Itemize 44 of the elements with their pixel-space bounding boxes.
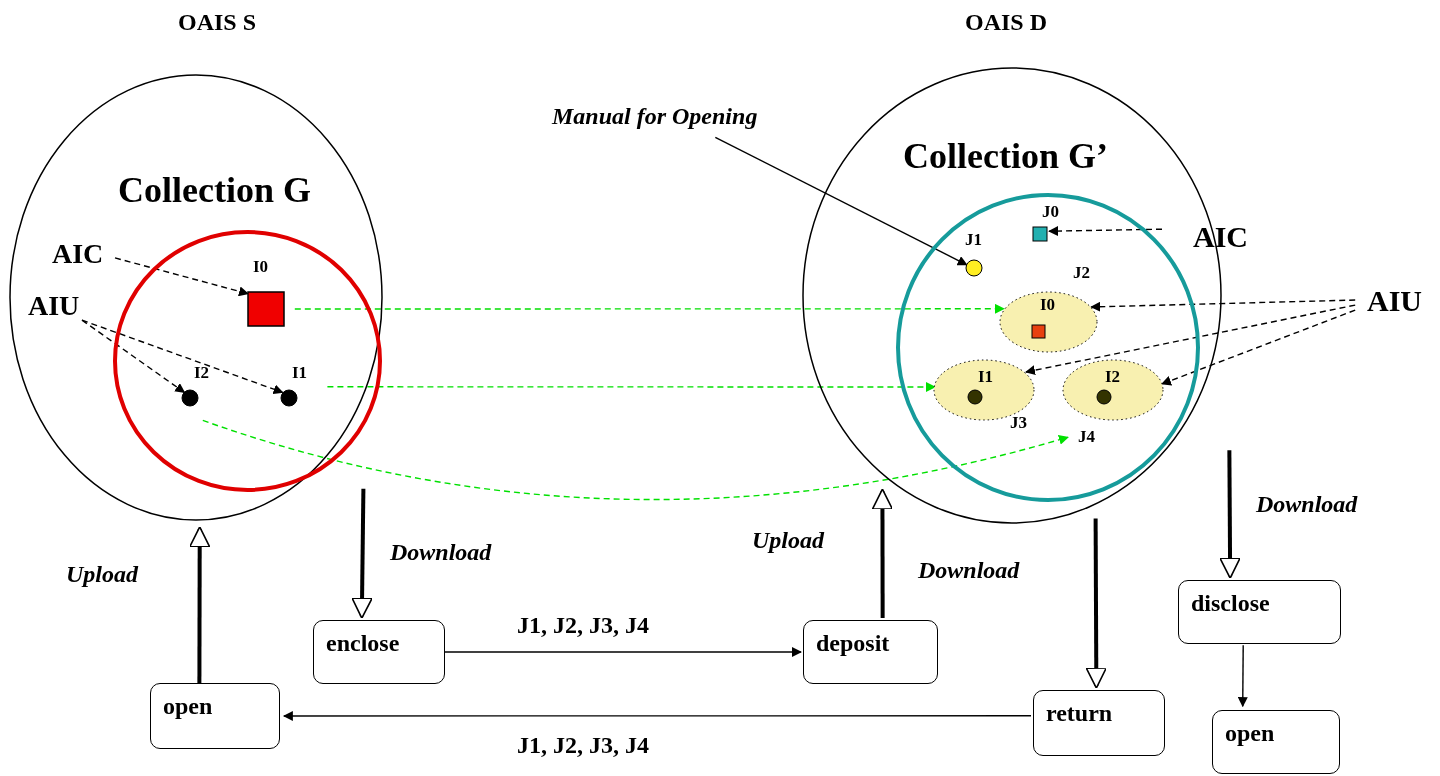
process-box: open [1212,710,1340,774]
node-label: AIU [1367,286,1422,316]
process-box: enclose [313,620,445,684]
node-label: AIC [52,240,104,268]
arrow [1237,644,1248,708]
side-label: J2 [1073,264,1090,281]
node-label: J4 [1078,428,1095,445]
node-label: J0 [1042,203,1059,220]
dashed-arrow [202,419,1069,500]
block-arrow [351,488,373,619]
dashed-arrow [294,303,1005,314]
dashed-arrow [1161,309,1356,386]
dashed-arrow [81,319,284,395]
process-box: disclose [1178,580,1341,644]
side-label: J3 [1010,414,1027,431]
node-label: I1 [292,364,308,381]
process-box: return [1033,690,1165,756]
node-label: I2 [194,364,210,381]
arrow [282,711,1032,721]
dashed-arrow [1025,304,1356,376]
collection-title: Collection G [118,172,311,208]
block-arrow [1085,518,1108,689]
block-arrow [188,526,211,683]
arrow [714,136,968,266]
system-title: OAIS D [965,10,1048,34]
block-arrow [871,488,894,619]
process-box: deposit [803,620,938,684]
arrow [444,647,802,657]
node-label: Manual for Opening [552,104,758,128]
node-label: I0 [1040,296,1056,313]
node-label: J1 [965,231,982,248]
system-title: OAIS S [178,10,257,34]
dashed-arrow [1048,226,1163,237]
dashed-arrow [81,319,186,394]
node-label: I0 [253,258,269,275]
node-label: AIU [28,292,80,320]
collection-title: Collection G’ [903,138,1108,174]
node-label: I2 [1105,368,1121,385]
dashed-arrow [1090,299,1356,312]
dashed-arrow [326,382,936,392]
process-box: open [150,683,280,749]
dashed-arrow [114,257,249,297]
node-label: I1 [978,368,994,385]
block-arrow [1219,450,1241,579]
